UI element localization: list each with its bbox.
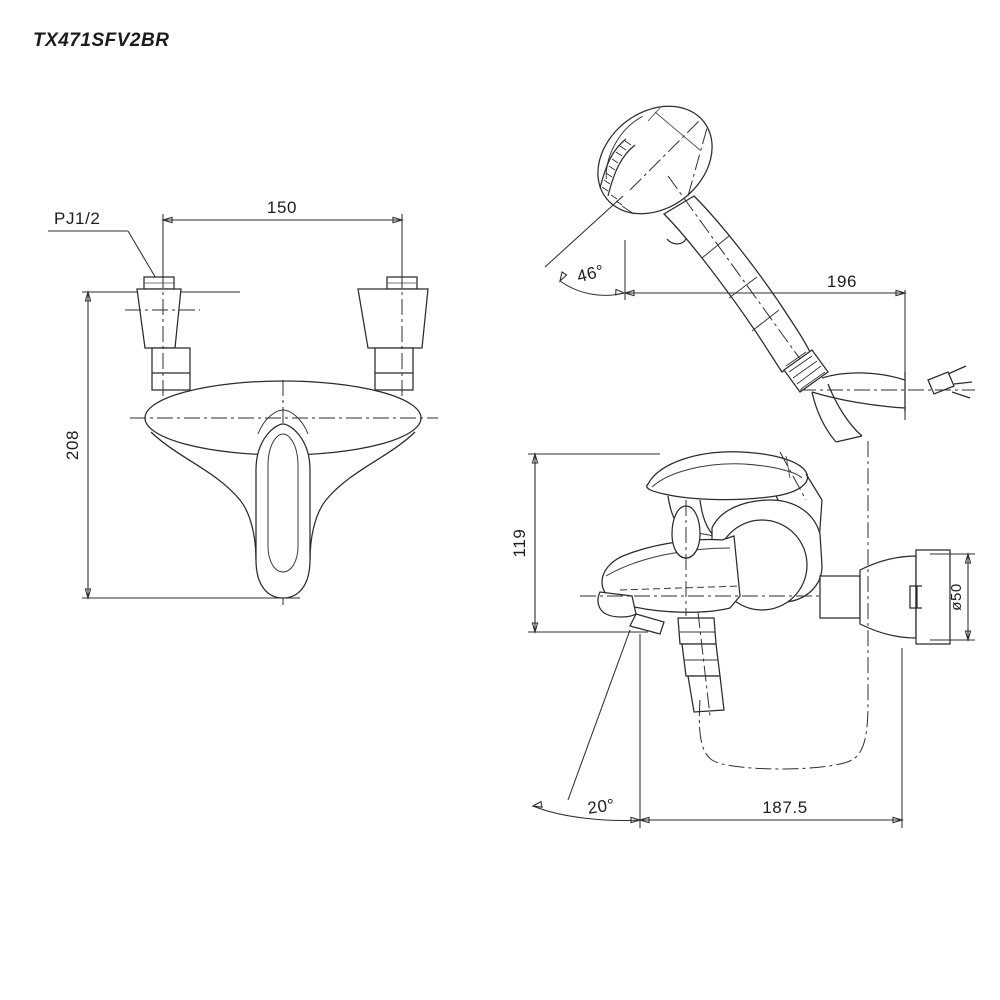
side-elevation-view: 119 xyxy=(510,440,975,828)
dimension-label-20: 20° xyxy=(586,795,616,818)
front-elevation-view: 150 208 PJ1/2 xyxy=(48,198,438,605)
dimension-projection-187-5: 187.5 xyxy=(638,634,904,828)
dimension-label-46: 46° xyxy=(575,261,606,286)
wall-connection-right xyxy=(819,549,951,645)
annotation-label-pj1-2: PJ1/2 xyxy=(54,209,100,228)
dimension-length-196: 196 xyxy=(623,240,907,420)
mixer-body-front xyxy=(130,380,438,605)
right-inlet-assembly xyxy=(357,272,429,400)
dimension-angle-46: 46° xyxy=(544,195,626,296)
lever-handle xyxy=(646,451,823,567)
dimension-label-196: 196 xyxy=(827,272,857,291)
dimension-label-150: 150 xyxy=(267,198,297,217)
annotation-pj1-2: PJ1/2 xyxy=(48,209,162,290)
hose-route-centerline xyxy=(698,440,869,770)
dimension-label-208: 208 xyxy=(63,430,82,460)
left-inlet-assembly xyxy=(125,272,200,400)
dimension-label-187-5: 187.5 xyxy=(762,798,808,817)
dimension-angle-20: 20° xyxy=(531,629,642,824)
dimension-height-119: 119 xyxy=(510,452,660,634)
dimension-width-150: 150 xyxy=(161,198,404,300)
hose-connection xyxy=(783,349,975,443)
dimension-diameter-50: ø50 xyxy=(930,552,975,642)
handshower-detail-view: 196 46° xyxy=(544,105,975,443)
connection-hatching xyxy=(785,351,826,390)
shower-head xyxy=(597,105,713,245)
mixer-body-side xyxy=(580,499,950,635)
page-title: TX471SFV2BR xyxy=(33,30,170,51)
shower-outlet-spigot xyxy=(677,611,725,717)
dimension-label-119: 119 xyxy=(510,529,529,558)
shower-handle xyxy=(662,175,811,373)
dimension-label-diameter-50: ø50 xyxy=(948,583,965,610)
